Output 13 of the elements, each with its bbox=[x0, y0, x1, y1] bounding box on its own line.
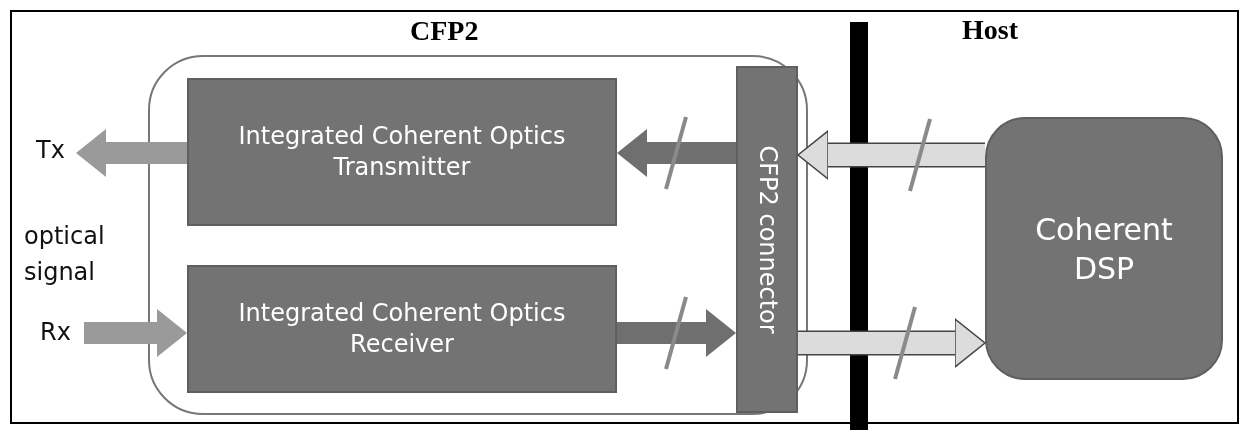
section-title: Host bbox=[962, 14, 1018, 46]
connector-bar bbox=[736, 66, 798, 413]
box-label: CFP2 connector bbox=[752, 145, 783, 334]
module-title: CFP2 bbox=[410, 15, 479, 47]
annotation-text: optical signal bbox=[24, 221, 106, 288]
box-label: Integrated Coherent Optics Receiver bbox=[237, 297, 567, 360]
box-label: Integrated Coherent Optics Transmitter bbox=[237, 120, 567, 183]
port-label: Rx bbox=[40, 318, 71, 346]
process-box bbox=[187, 265, 617, 393]
process-box bbox=[187, 78, 617, 226]
port-label: Tx bbox=[36, 136, 65, 164]
box-label: Coherent DSP bbox=[1034, 210, 1174, 288]
process-box bbox=[985, 117, 1223, 380]
